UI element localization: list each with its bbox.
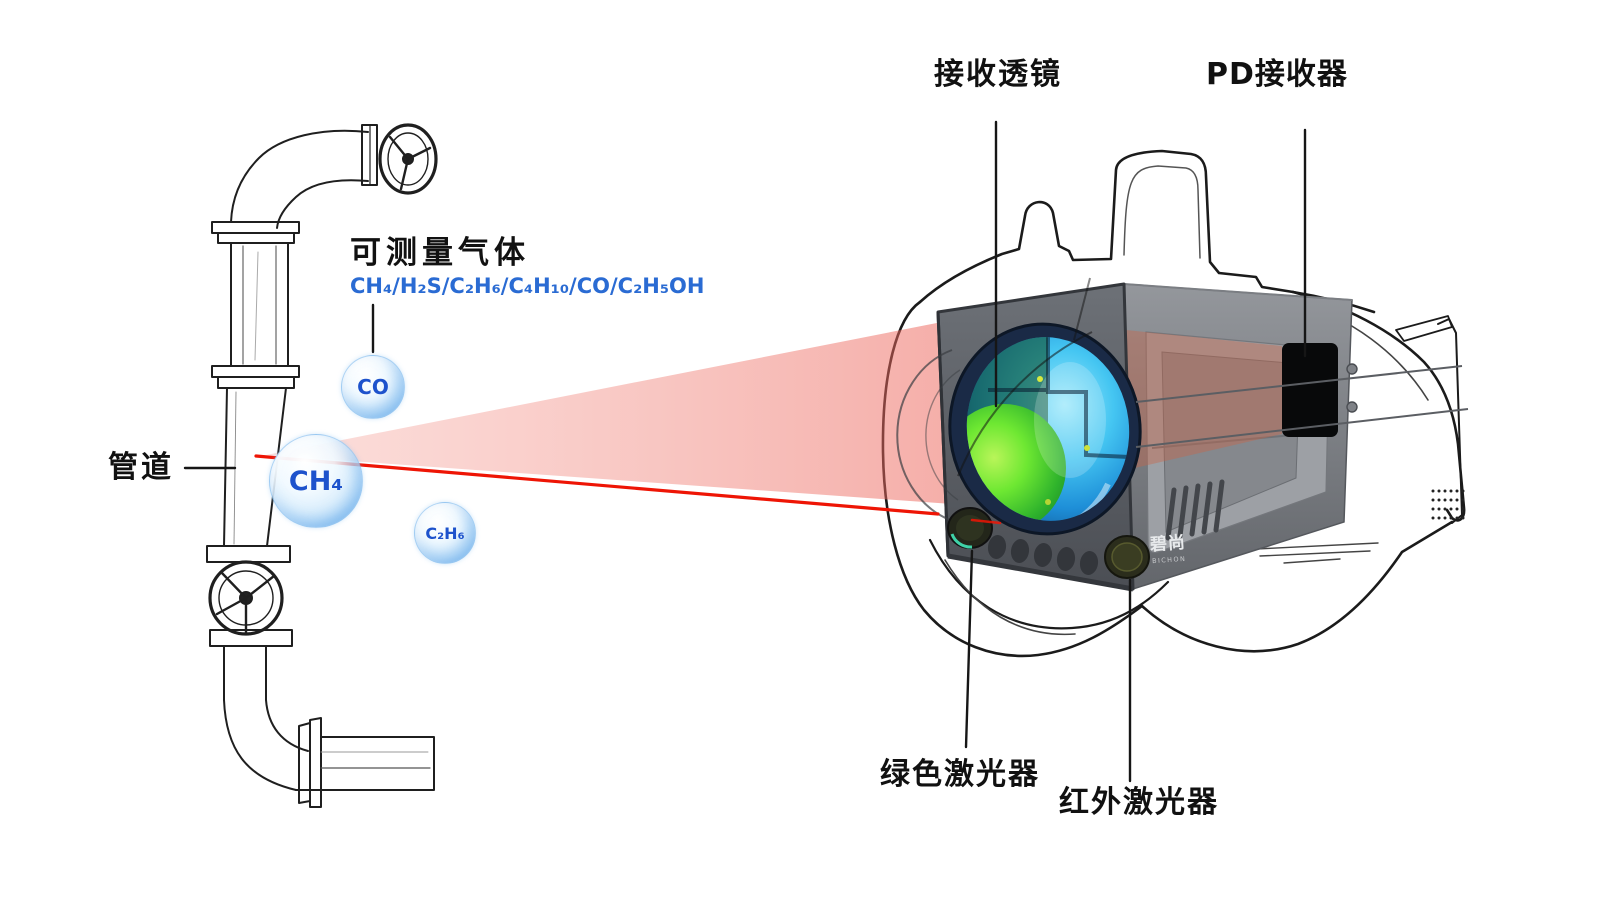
laser-return-line xyxy=(254,454,1002,525)
brand-logo-text: 碧尚 xyxy=(1148,532,1186,556)
label-pipeline: 管道 xyxy=(108,450,174,485)
label-pd-receiver: PD接收器 xyxy=(1206,57,1348,92)
sketch-dot-grid xyxy=(1431,489,1465,520)
infrared-laser-aperture xyxy=(1104,535,1150,579)
label-receiving-lens: 接收透镜 xyxy=(934,57,1062,92)
brand-logo-subtext: BICHON xyxy=(1152,555,1187,565)
gas-bubble-co: CO xyxy=(341,355,405,419)
brand-logo: 碧尚 BICHON xyxy=(1148,532,1187,565)
sketch-swoosh xyxy=(957,331,1093,477)
label-infrared-laser: 红外激光器 xyxy=(1059,785,1219,820)
label-measurable-gases-title: 可测量气体 xyxy=(350,235,530,271)
side-vents xyxy=(1165,479,1225,541)
pd-receiver-panel xyxy=(1282,343,1338,437)
label-measurable-gases-formula: CH₄/H₂S/C₂H₆/C₄H₁₀/CO/C₂H₅OH xyxy=(350,274,704,298)
green-laser-aperture xyxy=(947,507,993,549)
gas-bubble-ch4: CH₄ xyxy=(269,434,363,528)
text-labels: 接收透镜 PD接收器 可测量气体 CH₄/H₂S/C₂H₆/C₄H₁₀/CO/C… xyxy=(108,57,1348,820)
receiving-lens xyxy=(948,322,1142,536)
leader-lines xyxy=(183,120,1307,783)
gas-bubble-ch4-label: CH₄ xyxy=(288,465,344,497)
gas-bubble-c2h6-label: C₂H₆ xyxy=(425,523,465,543)
pipe-sketch xyxy=(206,123,438,808)
device-body: 碧尚 BICHON xyxy=(896,277,1469,592)
laser-beam-cone xyxy=(266,320,952,504)
sketch-cross-lines xyxy=(1135,365,1469,448)
leader-green-laser xyxy=(964,549,974,749)
label-green-laser: 绿色激光器 xyxy=(880,757,1040,792)
gas-bubble-c2h6: C₂H₆ xyxy=(414,502,476,564)
front-bottom-slots xyxy=(987,535,1099,575)
gas-bubble-co-label: CO xyxy=(357,375,389,399)
